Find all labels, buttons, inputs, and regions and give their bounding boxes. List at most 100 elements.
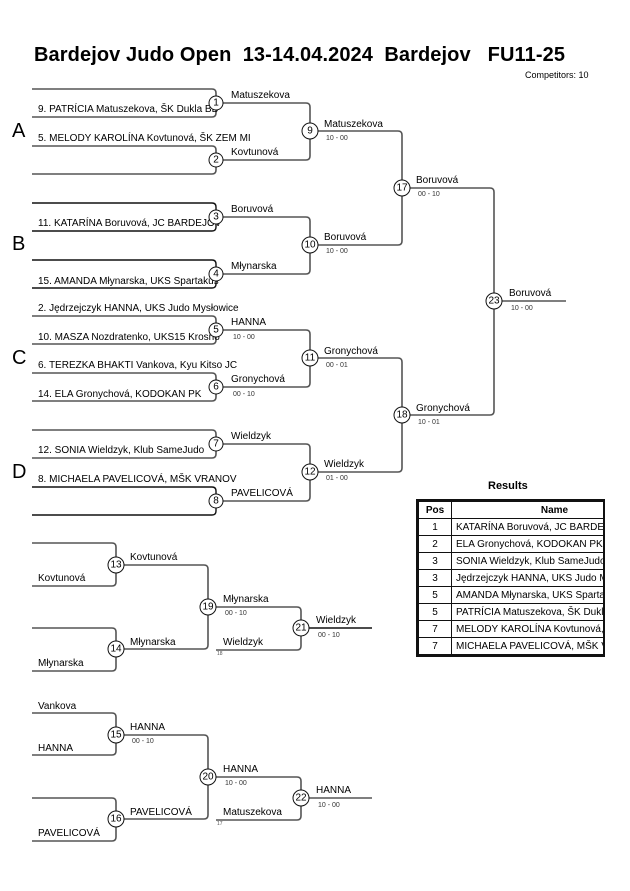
entry-name: 15. AMANDA Młynarska, UKS Spartakus xyxy=(38,276,219,287)
result-pos: 3 xyxy=(418,569,452,587)
match-number: 14 xyxy=(107,640,125,658)
match-winner: Młynarska xyxy=(130,637,176,648)
result-pos: 5 xyxy=(418,586,452,604)
match-number: 22 xyxy=(292,789,310,807)
match-number: 3 xyxy=(208,209,224,225)
final-winner: Boruvová xyxy=(509,288,552,299)
svg-text:18: 18 xyxy=(396,410,408,421)
entry-name: 14. ELA Gronychová, KODOKAN PK xyxy=(38,389,202,400)
svg-text:9: 9 xyxy=(307,126,313,137)
match-score: 00 - 10 xyxy=(418,191,440,198)
results-title: Results xyxy=(488,480,528,492)
match-number: 7 xyxy=(208,436,224,452)
competitors-count: Competitors: 10 xyxy=(525,70,589,80)
svg-text:5: 5 xyxy=(213,325,219,336)
repechage-entrant: PAVELICOVÁ xyxy=(38,826,100,839)
match-number: 15 xyxy=(107,726,125,744)
svg-text:1: 1 xyxy=(213,98,219,109)
result-name: SONIA Wieldzyk, Klub SameJudo xyxy=(451,552,603,570)
page-title: Bardejov Judo Open 13-14.04.2024 Bardejo… xyxy=(34,44,566,66)
pool-label-a: A xyxy=(12,120,26,142)
match-winner: Gronychová xyxy=(324,346,378,357)
result-pos: 3 xyxy=(418,552,452,570)
match-number: 20 xyxy=(199,768,217,786)
match-winner: Matuszekova xyxy=(231,90,290,101)
svg-text:19: 19 xyxy=(202,602,214,613)
result-pos: 7 xyxy=(418,637,452,655)
final-score: 10 - 00 xyxy=(511,305,533,312)
svg-text:11: 11 xyxy=(305,353,316,364)
match-winner: Boruvová xyxy=(324,232,367,243)
match-winner: Kovtunová xyxy=(130,552,178,563)
match-winner: HANNA xyxy=(231,317,266,328)
column-header-pos: Pos xyxy=(418,501,452,519)
svg-text:20: 20 xyxy=(202,772,214,783)
match-score: 00 - 10 xyxy=(233,391,255,398)
svg-text:14: 14 xyxy=(110,644,122,655)
entry-name: 12. SONIA Wieldzyk, Klub SameJudo xyxy=(38,445,205,456)
match-number: 12 xyxy=(301,463,319,481)
bronze-winner: HANNA xyxy=(316,785,351,796)
result-pos: 5 xyxy=(418,603,452,621)
result-pos: 7 xyxy=(418,620,452,638)
entry-name: 2. Jędrzejczyk HANNA, UKS Judo Mysłowice xyxy=(38,303,239,314)
match-winner: Gronychová xyxy=(416,403,470,414)
match-number: 17 xyxy=(393,179,411,197)
match-score: 00 - 10 xyxy=(132,738,154,745)
match-number: 6 xyxy=(208,379,224,395)
svg-text:12: 12 xyxy=(304,467,316,478)
match-winner: Boruvová xyxy=(416,175,459,186)
svg-text:17: 17 xyxy=(396,183,408,194)
svg-text:8: 8 xyxy=(213,496,219,507)
pool-label-b: B xyxy=(12,233,25,255)
repechage-entrant: Vankova xyxy=(38,701,77,712)
result-name: PATRÍCIA Matuszekova, ŠK Dukla BB xyxy=(451,603,603,621)
match-winner: Gronychová xyxy=(231,374,285,385)
match-number: 16 xyxy=(107,810,125,828)
match-score: 10 - 00 xyxy=(225,780,247,787)
repechage-opponent: Wieldzyk xyxy=(223,637,264,648)
svg-text:15: 15 xyxy=(110,730,122,741)
match-score: 10 - 00 xyxy=(326,135,348,142)
match-winner: Matuszekova xyxy=(324,119,383,130)
results-header-row: Pos Name xyxy=(418,501,603,519)
match-number: 4 xyxy=(208,266,224,282)
repechage-entrant: Młynarska xyxy=(38,658,84,669)
repechage-opponent: Matuszekova xyxy=(223,807,282,818)
svg-text:13: 13 xyxy=(110,560,122,571)
result-pos: 2 xyxy=(418,535,452,553)
match-winner: Wieldzyk xyxy=(324,459,365,470)
column-header-name: Name xyxy=(451,501,603,519)
entry-name: 5. MELODY KAROLÍNA Kovtunová, ŠK ZEM MI xyxy=(38,131,251,144)
result-name: Jędrzejczyk HANNA, UKS Judo Mysłowice xyxy=(451,569,603,587)
repechage-entrant: HANNA xyxy=(38,743,73,754)
pool-label-c: C xyxy=(12,347,26,369)
entry-name: 10. MASZA Nozdratenko, UKS15 Krosno xyxy=(38,332,220,343)
match-number: 1 xyxy=(208,95,224,111)
match-score: 01 - 00 xyxy=(326,475,348,482)
svg-text:7: 7 xyxy=(213,439,219,450)
match-number: 2 xyxy=(208,152,224,168)
match-number: 23 xyxy=(485,292,503,310)
match-winner: PAVELICOVÁ xyxy=(231,486,293,499)
final-lines xyxy=(402,187,566,416)
match-winner: Boruvová xyxy=(231,204,274,215)
result-name: KATARÍNA Boruvová, JC BARDEJOV xyxy=(451,518,603,536)
result-pos: 1 xyxy=(418,518,452,536)
match-winner: Kovtunová xyxy=(231,147,279,158)
match-number: 19 xyxy=(199,598,217,616)
match-score: 10 - 00 xyxy=(326,248,348,255)
svg-text:2: 2 xyxy=(213,155,219,166)
opponent-source-match: 18 xyxy=(217,651,223,657)
match-score: 10 - 00 xyxy=(233,334,255,341)
result-name: MICHAELA PAVELICOVÁ, MŠK VRANOV xyxy=(451,637,603,655)
match-winner: PAVELICOVÁ xyxy=(130,805,192,818)
entry-name: 8. MICHAELA PAVELICOVÁ, MŠK VRANOV xyxy=(38,472,237,485)
